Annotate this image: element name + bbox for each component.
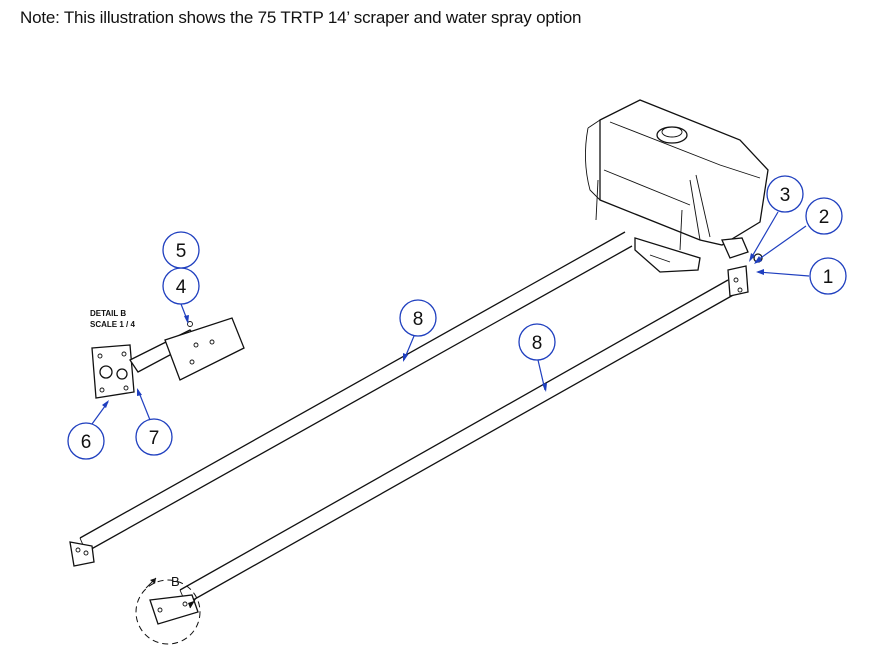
tank-bracket (634, 237, 749, 273)
callout-5: 5 (162, 231, 200, 269)
callout-8-upper-label: 8 (413, 309, 424, 330)
callout-7: 7 (135, 388, 173, 456)
detail-b-marker (135, 577, 201, 645)
note-text: Note: This illustration shows the 75 TRT… (20, 8, 582, 27)
detail-view-letter: B (171, 574, 180, 589)
callout-3: 3 (749, 175, 804, 262)
callout-6-label: 6 (81, 432, 92, 453)
callout-8-lower-label: 8 (532, 333, 543, 354)
callout-8-lower: 8 (518, 323, 556, 392)
rail-upper (69, 231, 633, 567)
callout-4-label: 4 (176, 277, 187, 298)
callout-6: 6 (67, 400, 109, 460)
callout-2-label: 2 (819, 207, 830, 228)
callout-1: 1 (756, 257, 847, 295)
callout-5-label: 5 (176, 241, 187, 262)
detail-scale: SCALE 1 / 4 (90, 320, 135, 329)
callout-1-label: 1 (823, 267, 834, 288)
rail-lower (149, 279, 736, 625)
end-bracket-right (727, 253, 763, 297)
callout-2: 2 (754, 197, 843, 264)
water-tank (585, 99, 769, 251)
callout-7-label: 7 (149, 428, 160, 449)
detail-title: DETAIL B (90, 309, 126, 318)
detail-b-view (91, 317, 245, 399)
callout-4: 4 (162, 267, 200, 324)
callout-3-label: 3 (780, 185, 791, 206)
callout-8-upper: 8 (399, 299, 437, 362)
